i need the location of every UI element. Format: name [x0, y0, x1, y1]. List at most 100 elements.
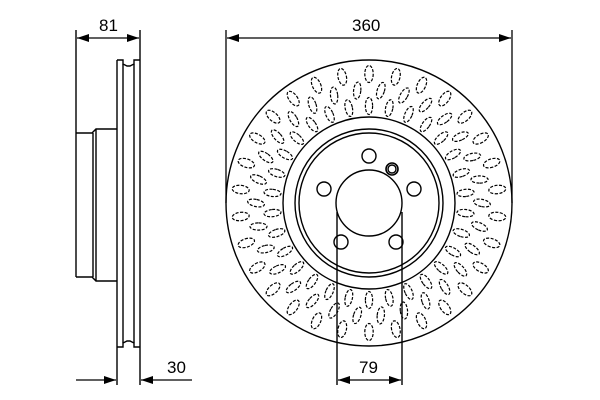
drill-hole — [463, 152, 482, 162]
drill-hole — [384, 99, 394, 118]
drill-hole — [488, 184, 507, 195]
drill-hole — [286, 299, 300, 316]
drill-hole — [265, 109, 281, 124]
drill-hole — [457, 109, 473, 124]
center-bore — [335, 169, 403, 237]
hat-outer-circle — [294, 128, 444, 278]
drill-hole — [376, 306, 386, 325]
drill-hole — [453, 262, 468, 277]
friction-ring-inner-edge — [282, 116, 456, 290]
dimension-label-center-bore: 79 — [359, 358, 378, 377]
drill-hole — [456, 208, 475, 218]
drill-hole — [364, 290, 374, 310]
hat-bottom-edge — [76, 276, 117, 282]
drill-hole — [286, 90, 300, 107]
drill-hole — [452, 228, 471, 238]
drill-hole — [472, 132, 489, 145]
drill-hole-pattern — [231, 64, 507, 342]
drill-hole — [237, 237, 256, 249]
drill-hole — [305, 116, 319, 133]
drill-hole — [337, 320, 348, 339]
drill-hole — [352, 81, 362, 100]
drill-hole — [305, 273, 319, 290]
drill-hole — [263, 188, 282, 198]
drill-hole — [488, 211, 507, 222]
front-view — [225, 59, 513, 385]
drill-hole — [472, 261, 489, 274]
drill-hole — [451, 131, 469, 142]
rotor-top-cap — [117, 59, 140, 67]
locator-hole-outer — [385, 162, 399, 176]
side-view — [75, 30, 141, 385]
drill-hole — [289, 261, 305, 275]
drill-hole — [403, 105, 414, 123]
drill-hole — [364, 64, 374, 84]
drill-hole — [344, 288, 354, 307]
drill-hole — [418, 97, 433, 113]
drill-hole — [258, 150, 274, 164]
drill-hole — [285, 280, 302, 294]
drill-hole — [464, 242, 480, 256]
dimension-label-diameter: 360 — [352, 16, 381, 35]
drill-hole — [456, 188, 475, 198]
rotor-bottom-cap — [117, 340, 140, 348]
drill-hole — [399, 301, 409, 320]
drill-hole — [444, 148, 462, 161]
drill-hole — [305, 293, 320, 309]
drill-hole — [364, 322, 374, 342]
bolt-hole-3 — [388, 234, 404, 250]
drill-hole — [310, 76, 323, 94]
drill-hole — [329, 86, 339, 105]
drill-hole — [249, 222, 268, 231]
drill-hole — [419, 273, 433, 290]
drill-hole — [470, 175, 489, 184]
drill-hole — [415, 312, 428, 330]
drill-hole — [384, 288, 394, 307]
drill-hole — [452, 168, 471, 178]
drill-hole — [390, 320, 401, 339]
drill-hole — [249, 261, 266, 274]
drill-hole — [438, 299, 452, 316]
disc-outer-edge — [225, 59, 513, 347]
drill-hole — [403, 283, 414, 301]
bolt-hole-2 — [406, 181, 422, 197]
dimension-label-thickness: 30 — [167, 358, 186, 377]
locator-hole-inner — [387, 164, 397, 174]
drill-hole — [265, 282, 281, 297]
bolt-hole-1 — [361, 148, 377, 164]
drill-hole — [328, 302, 340, 319]
hat-inner-circle — [298, 132, 440, 274]
drill-hole — [482, 237, 501, 249]
drill-hole — [256, 244, 275, 254]
drill-hole — [398, 87, 410, 104]
drill-hole — [231, 211, 250, 222]
drill-hole — [324, 105, 335, 123]
drill-hole — [444, 245, 462, 258]
drill-hole — [276, 245, 294, 258]
drill-hole — [419, 116, 433, 133]
drill-hole — [433, 261, 449, 275]
drill-hole — [287, 110, 300, 128]
drill-hole — [364, 96, 374, 116]
bolt-hole-5 — [316, 181, 332, 197]
drill-hole — [375, 81, 386, 100]
drill-hole — [390, 67, 401, 86]
drill-hole — [352, 306, 363, 325]
drill-hole — [337, 67, 348, 86]
drill-hole — [415, 76, 428, 94]
hat-top-edge — [76, 128, 117, 134]
dimension-360 — [225, 30, 513, 203]
drill-hole — [482, 157, 501, 169]
drill-hole — [457, 282, 473, 297]
drill-hole — [438, 278, 451, 296]
drill-hole — [438, 90, 452, 107]
dimension-label-height: 81 — [99, 16, 118, 35]
drill-hole — [324, 283, 335, 301]
drill-hole — [470, 221, 489, 232]
drill-hole — [473, 198, 491, 208]
drill-hole — [436, 112, 453, 126]
drill-hole — [289, 131, 305, 145]
drill-hole — [433, 131, 449, 145]
drill-hole — [231, 184, 250, 195]
